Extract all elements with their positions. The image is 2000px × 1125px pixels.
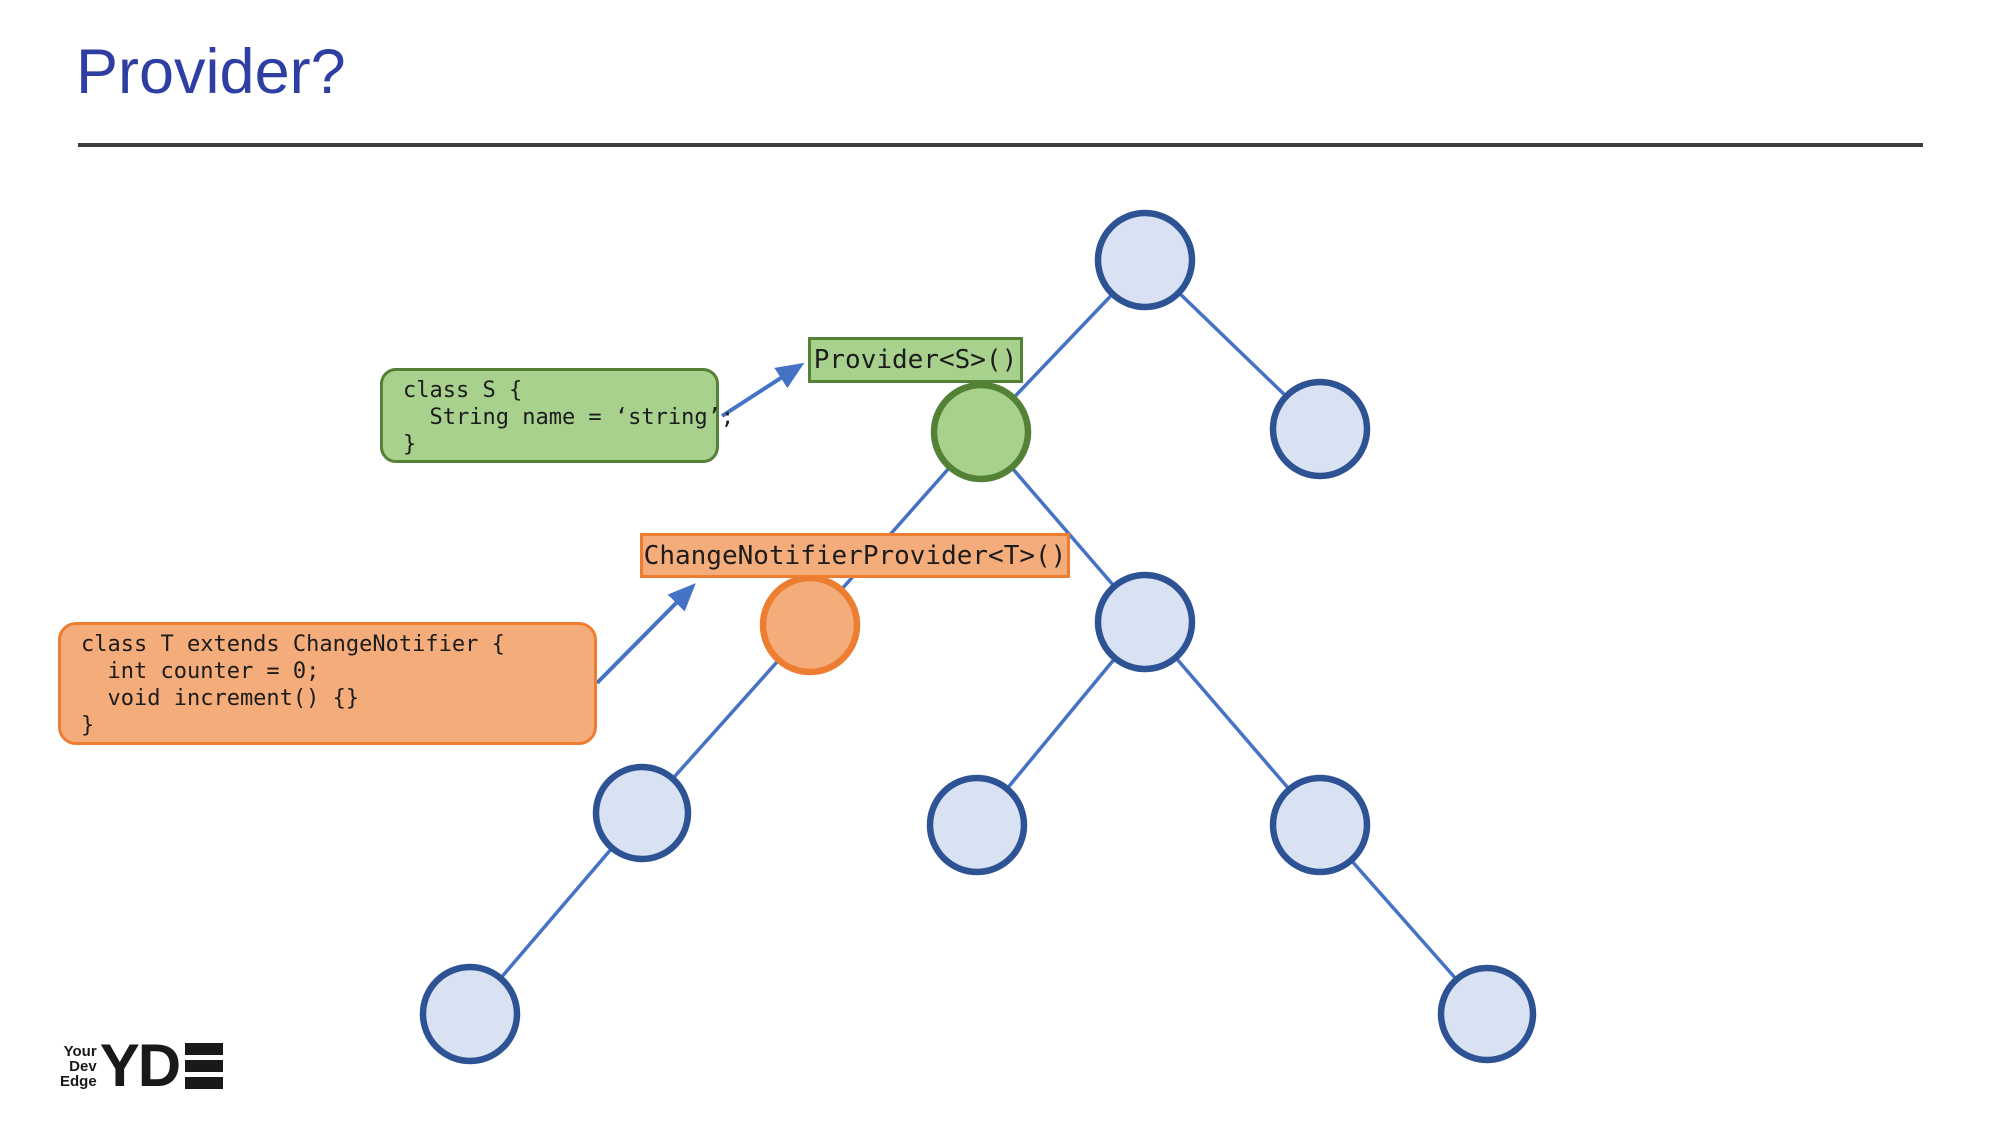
code-line: String name = ‘string’; <box>403 405 735 430</box>
code-line: } <box>81 713 95 738</box>
logo-word-your: Your <box>63 1042 97 1060</box>
change-notifier-provider-label: ChangeNotifierProvider<T>() <box>640 533 1070 578</box>
provider-label: Provider<S>() <box>808 337 1023 383</box>
logo-words: Your Dev Edge <box>60 1044 97 1089</box>
tree-node-blue <box>926 774 1028 876</box>
tree-node-green <box>930 381 1032 483</box>
code-line: class S { <box>403 378 523 403</box>
tree-node-orange <box>759 574 861 676</box>
tree-node-blue <box>592 763 692 863</box>
logo-letter-e-bars-icon <box>185 1043 224 1089</box>
logo-word-dev: Dev <box>69 1057 97 1075</box>
tree-node-blue <box>1437 964 1537 1064</box>
yde-logo-mark: Y D <box>99 1032 224 1099</box>
annotation-arrow <box>595 583 696 685</box>
code-line: void increment() {} <box>81 686 360 711</box>
tree-node-blue <box>419 963 521 1065</box>
logo-letter-y: Y <box>99 1032 140 1099</box>
logo-letter-d: D <box>137 1032 181 1099</box>
yde-logo: Your Dev Edge Y D <box>60 1032 224 1099</box>
class-t-code-box: class T extends ChangeNotifier { int cou… <box>58 622 597 745</box>
annotation-arrows-layer <box>595 362 805 685</box>
code-line: } <box>403 432 417 457</box>
tree-node-blue <box>1269 774 1371 876</box>
page-title: Provider? <box>76 37 346 107</box>
title-underline <box>78 143 1923 147</box>
code-line: class T extends ChangeNotifier { <box>81 632 505 657</box>
annotation-arrow <box>720 362 805 418</box>
tree-node-blue <box>1269 378 1371 480</box>
class-s-code-box: class S { String name = ‘string’; } <box>380 368 735 463</box>
tree-node-blue <box>1094 571 1196 673</box>
tree-nodes-layer <box>419 209 1537 1065</box>
logo-word-edge: Edge <box>60 1072 97 1090</box>
code-line: int counter = 0; <box>81 659 320 684</box>
tree-node-blue <box>1094 209 1196 311</box>
